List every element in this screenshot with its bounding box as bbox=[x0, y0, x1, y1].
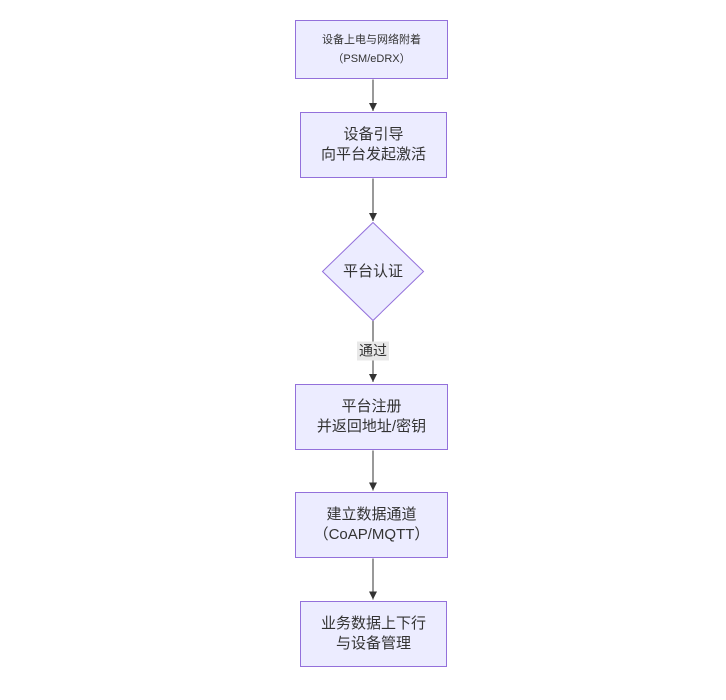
node-text-line: 向平台发起激活 bbox=[320, 146, 426, 163]
node-device-power-attach: 设备上电与网络附着 （PSM/eDRX） bbox=[295, 20, 448, 79]
node-text-line: 业务数据上下行 bbox=[320, 615, 426, 632]
node-text-line: 建立数据通道 bbox=[326, 506, 417, 523]
node-business-data: 业务数据上下行 与设备管理 bbox=[300, 601, 447, 667]
decision-diamond-platform-auth-shape bbox=[321, 221, 425, 322]
node-platform-auth-label: 平台认证 bbox=[342, 263, 403, 280]
node-text-line: 并返回地址/密钥 bbox=[316, 418, 427, 435]
node-platform-register: 平台注册 并返回地址/密钥 bbox=[295, 384, 448, 450]
node-text-line: 平台注册 bbox=[341, 398, 402, 415]
node-text-line: 设备上电与网络附着 bbox=[322, 33, 421, 46]
node-text-line: （PSM/eDRX） bbox=[332, 52, 411, 65]
node-data-channel: 建立数据通道 （CoAP/MQTT） bbox=[295, 492, 448, 558]
edge-label-pass: 通过 bbox=[357, 341, 389, 361]
node-device-bootstrap: 设备引导 向平台发起激活 bbox=[300, 112, 447, 178]
node-text-line: 与设备管理 bbox=[335, 635, 411, 652]
node-text-line: （CoAP/MQTT） bbox=[313, 526, 430, 543]
node-text-line: 设备引导 bbox=[343, 126, 404, 143]
